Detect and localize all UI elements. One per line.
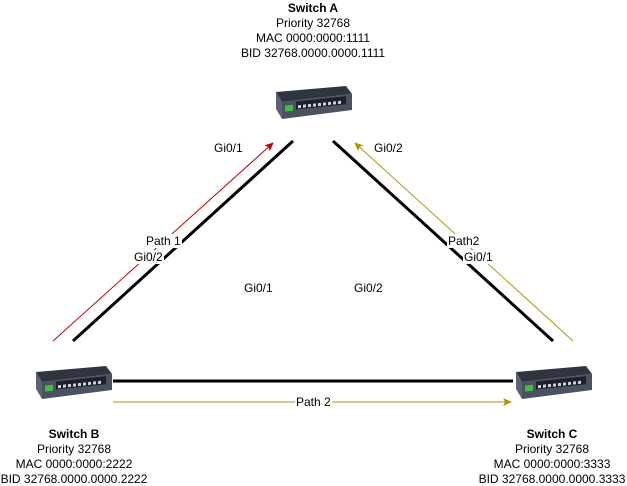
switch-b-info: Switch B Priority 32768 MAC 0000:0000:22… bbox=[0, 427, 148, 486]
switch-c-icon[interactable] bbox=[512, 362, 594, 402]
switch-a-bid: BID 32768.0000.0000.1111 bbox=[240, 46, 386, 60]
path2-label-right: Path2 bbox=[447, 234, 481, 248]
switch-a-info: Switch A Priority 32768 MAC 0000:0000:11… bbox=[213, 1, 413, 61]
switch-b-icon[interactable] bbox=[32, 362, 114, 402]
switch-b-name: Switch B bbox=[48, 427, 100, 441]
switch-b-priority: Priority 32768 bbox=[36, 442, 112, 456]
port-label-a-gi01: Gi0/1 bbox=[214, 141, 243, 155]
port-label-b-gi01: Gi0/1 bbox=[244, 281, 273, 295]
switch-c-priority: Priority 32768 bbox=[514, 442, 590, 456]
link-a-b bbox=[71, 139, 295, 343]
switch-c-info: Switch C Priority 32768 MAC 0000:0000:33… bbox=[478, 427, 626, 486]
switch-a-mac: MAC 0000:0000:1111 bbox=[255, 31, 371, 45]
switch-c-name: Switch C bbox=[526, 427, 578, 441]
switch-c-mac: MAC 0000:0000:3333 bbox=[493, 457, 611, 471]
switch-c-bid: BID 32768.0000.0000.3333 bbox=[478, 472, 626, 486]
path2-label-bottom: Path 2 bbox=[295, 395, 332, 409]
port-label-b-gi02: Gi0/2 bbox=[133, 250, 164, 264]
switch-a-priority: Priority 32768 bbox=[275, 16, 351, 30]
port-label-c-gi02: Gi0/2 bbox=[354, 281, 383, 295]
switch-b-bid: BID 32768.0000.0000.2222 bbox=[0, 472, 148, 486]
switch-a-icon[interactable] bbox=[272, 82, 354, 122]
path1-label: Path 1 bbox=[145, 234, 182, 248]
switch-a-name: Switch A bbox=[287, 1, 339, 15]
switch-b-mac: MAC 0000:0000:2222 bbox=[15, 457, 133, 471]
port-label-a-gi02: Gi0/2 bbox=[374, 141, 403, 155]
port-label-c-gi01: Gi0/1 bbox=[463, 250, 494, 264]
link-a-c bbox=[331, 139, 555, 343]
